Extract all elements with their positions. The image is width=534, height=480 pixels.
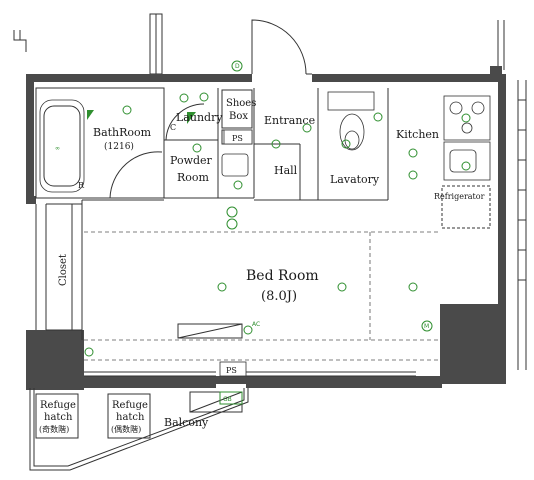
gb-box: GB xyxy=(219,391,243,405)
svg-text:GB: GB xyxy=(223,396,232,403)
outlet-icon xyxy=(84,60,471,357)
powder-room-label-1: Powder xyxy=(170,154,213,167)
light-icon xyxy=(122,92,418,292)
label-ac: AC xyxy=(252,321,260,328)
label-d: D xyxy=(235,63,240,70)
refuge-hatch-left-2: hatch xyxy=(44,412,73,423)
laundry-door xyxy=(165,103,205,141)
balcony-label: Balcony xyxy=(164,416,209,429)
shoes-box-label-2: Box xyxy=(229,111,248,122)
bedroom-label: Bed Room xyxy=(246,268,319,284)
laundry-label: Laundry xyxy=(176,111,223,124)
refuge-hatch-left-3: (奇数階) xyxy=(39,424,69,434)
refrigerator-label: Refrigerator xyxy=(434,192,485,201)
lavatory-label: Lavatory xyxy=(330,173,380,186)
bathroom-size-label: (1216) xyxy=(104,141,134,152)
label-c: C xyxy=(170,123,176,132)
powder-room-label-2: Room xyxy=(177,171,210,184)
label-m: M xyxy=(424,323,429,330)
ceiling-lines xyxy=(84,231,440,361)
bathroom-door xyxy=(109,151,163,199)
ps-box-bottom: PS xyxy=(219,361,247,377)
bathroom-label: BathRoom xyxy=(93,126,152,139)
entrance-label: Entrance xyxy=(264,114,315,127)
entrance-door xyxy=(251,19,312,75)
refuge-hatch-right-1: Refuge xyxy=(112,400,148,411)
refuge-hatch-left-1: Refuge xyxy=(40,400,76,411)
refuge-hatch-right-3: (偶数階) xyxy=(111,424,141,434)
refuge-hatch-right-2: hatch xyxy=(116,412,145,423)
kitchen-fixtures xyxy=(441,95,491,229)
window-sashes xyxy=(84,371,416,377)
bedroom-size-label: (8.0J) xyxy=(261,289,297,304)
ps-box-top: PS xyxy=(223,129,253,145)
svg-text:PS: PS xyxy=(226,366,237,375)
kitchen-label: Kitchen xyxy=(396,128,439,141)
interior-walls xyxy=(35,87,389,340)
ac-unit xyxy=(177,323,243,339)
neighbour-outline xyxy=(13,13,505,75)
svg-text:PS: PS xyxy=(232,134,243,143)
lavatory-fixtures xyxy=(221,91,375,177)
closet-label: Closet xyxy=(58,254,69,286)
hall-label: Hall xyxy=(274,164,298,177)
right-rail xyxy=(517,80,527,370)
shoes-box-label-1: Shoes xyxy=(226,98,256,109)
exterior-walls xyxy=(26,66,506,390)
bathtub-glyph: ∞ xyxy=(55,145,60,152)
label-r: R xyxy=(78,181,85,190)
bathtub-icon xyxy=(39,99,85,193)
